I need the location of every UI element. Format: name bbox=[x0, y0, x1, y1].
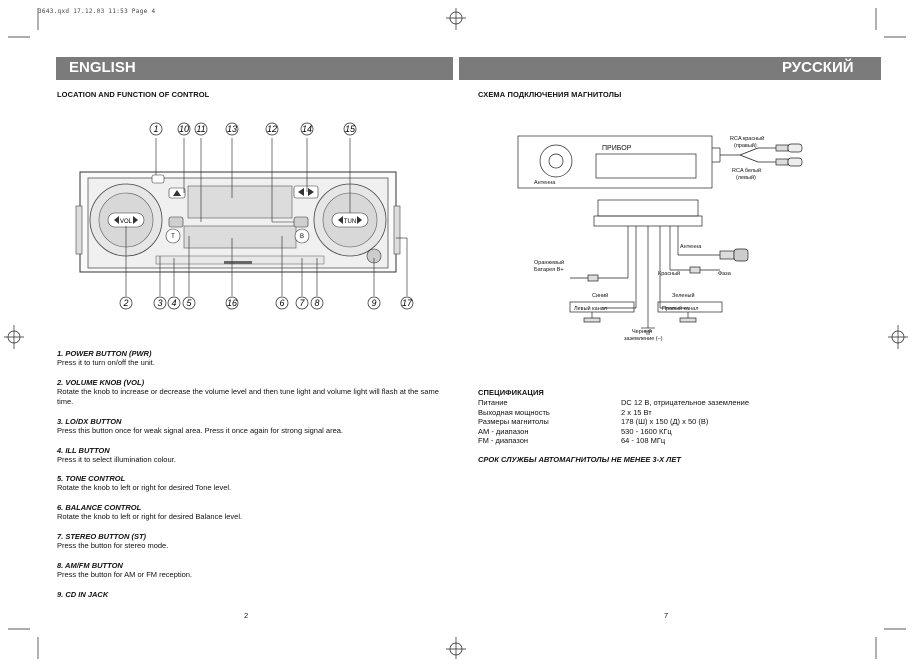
control-heading: 1. POWER BUTTON (PWR) bbox=[57, 349, 152, 358]
spec-label: Питание bbox=[478, 398, 508, 407]
table-row: Размеры магнитолы 178 (Ш) x 150 (Д) x 50… bbox=[478, 417, 749, 427]
callout-top-7: 15 bbox=[345, 124, 356, 134]
rca-red-label: RCA красный bbox=[730, 135, 764, 142]
callout-top-4: 13 bbox=[227, 124, 237, 134]
table-row: Выходная мощность 2 x 15 Вт bbox=[478, 408, 749, 418]
spec-label: Размеры магнитолы bbox=[478, 417, 549, 427]
callout-bottom-9: 9 bbox=[371, 298, 376, 308]
control-text: Rotate the knob to increase or decrease … bbox=[57, 387, 439, 406]
tun-label: TUN bbox=[344, 219, 356, 225]
control-heading: 2. VOLUME KNOB (VOL) bbox=[57, 378, 145, 387]
callout-bottom-8: 8 bbox=[314, 298, 319, 308]
callout-bottom-4: 5 bbox=[186, 298, 192, 308]
ground-label: заземление (–) bbox=[624, 336, 663, 342]
spec-label: Выходная мощность bbox=[478, 407, 550, 417]
section-title-controls: LOCATION AND FUNCTION OF CONTROL bbox=[57, 90, 210, 99]
table-row: FM - диапазон 64 - 108 МГц bbox=[478, 436, 749, 446]
red-wire-label: Красный bbox=[658, 270, 680, 277]
orange-wire-label: Оранжевый bbox=[534, 259, 564, 266]
printer-slug: 3643.qxd 17.12.03 11:53 Page 4 bbox=[38, 8, 156, 15]
callout-bottom-1: 2 bbox=[122, 298, 128, 308]
section-title-wiring: СХЕМА ПОДКЛЮЧЕНИЯ МАГНИТОЛЫ bbox=[478, 90, 622, 99]
spec-value: 530 - 1600 КГц bbox=[621, 426, 672, 436]
spec-table: Питание DC 12 В, отрицательное заземлени… bbox=[478, 398, 749, 446]
table-row: AM - диапазон 530 - 1600 КГц bbox=[478, 427, 749, 437]
header-band-left bbox=[56, 57, 453, 80]
rca-white-label: RCA белый bbox=[732, 167, 761, 174]
right-channel-label: Правый канал bbox=[662, 305, 698, 312]
vol-label: VOL bbox=[120, 219, 133, 225]
spec-value: 2 x 15 Вт bbox=[621, 407, 652, 417]
device-label: ПРИБОР bbox=[602, 145, 632, 152]
spec-label: FM - диапазон bbox=[478, 436, 529, 446]
black-wire-label: Черный bbox=[632, 328, 652, 335]
green-wire-label: Зеленый bbox=[672, 292, 695, 299]
service-life-note: СРОК СЛУЖБЫ АВТОМАГНИТОЛЫ НЕ МЕНЕЕ 3-Х Л… bbox=[478, 455, 681, 464]
page-number-right: 7 bbox=[664, 611, 669, 620]
control-heading: 6. BALANCE CONTROL bbox=[57, 503, 142, 512]
control-heading: 7. STEREO BUTTON (ST) bbox=[57, 532, 147, 541]
callout-top-2: 10 bbox=[179, 124, 189, 134]
control-heading: 3. LO/DX BUTTON bbox=[57, 417, 122, 426]
control-heading: 5. TONE CONTROL bbox=[57, 474, 126, 483]
page-number-left: 2 bbox=[244, 611, 249, 620]
control-panel-diagram: VOL TUN T B 1 bbox=[75, 122, 414, 310]
callout-top-6: 14 bbox=[302, 124, 312, 134]
callout-bottom-10: 17 bbox=[402, 298, 413, 308]
control-item: 6. BALANCE CONTROL Rotate the knob to le… bbox=[57, 503, 442, 532]
control-heading: 8. AM/FM BUTTON bbox=[57, 561, 123, 570]
spec-label: AM - диапазон bbox=[478, 426, 529, 436]
wiring-diagram: ПРИБОР Антенна RCA красный (правый) RCA … bbox=[517, 135, 803, 342]
control-text: Press the button for stereo mode. bbox=[57, 541, 169, 550]
left-channel-label: Левый канал bbox=[574, 305, 607, 312]
callout-top-1: 1 bbox=[153, 124, 158, 134]
control-item: 9. CD IN JACK bbox=[57, 590, 442, 599]
control-text: Press it to turn on/off the unit. bbox=[57, 358, 155, 367]
t-label: T bbox=[171, 234, 175, 240]
control-item: 5. TONE CONTROL Rotate the knob to left … bbox=[57, 474, 442, 503]
control-text: Rotate the knob to left or right for des… bbox=[57, 512, 243, 521]
control-text: Rotate the knob to left or right for des… bbox=[57, 483, 232, 492]
control-list: 1. POWER BUTTON (PWR) Press it to turn o… bbox=[57, 349, 442, 599]
language-title-english: ENGLISH bbox=[69, 59, 136, 76]
language-title-russian: РУССКИЙ bbox=[782, 59, 854, 76]
rca-white-side-label: (левый) bbox=[736, 174, 756, 181]
callout-bottom-6: 6 bbox=[279, 298, 284, 308]
control-item: 1. POWER BUTTON (PWR) Press it to turn o… bbox=[57, 349, 442, 378]
callout-bottom-3: 4 bbox=[171, 298, 176, 308]
control-item: 8. AM/FM BUTTON Press the button for AM … bbox=[57, 561, 442, 590]
callout-top-5: 12 bbox=[267, 124, 277, 134]
spec-value: 64 - 108 МГц bbox=[621, 436, 666, 446]
control-heading: 4. ILL BUTTON bbox=[57, 446, 110, 455]
battery-label: Батарея B+ bbox=[534, 267, 564, 273]
control-item: 7. STEREO BUTTON (ST) Press the button f… bbox=[57, 532, 442, 561]
spec-title: СПЕЦИФИКАЦИЯ bbox=[478, 388, 544, 397]
header-band-right bbox=[459, 57, 881, 80]
spec-value: DC 12 В, отрицательное заземление bbox=[621, 398, 749, 407]
blue-wire-label: Синий bbox=[592, 292, 608, 299]
callout-top-3: 11 bbox=[196, 124, 205, 134]
control-item: 4. ILL BUTTON Press it to select illumin… bbox=[57, 446, 442, 474]
callout-bottom-2: 3 bbox=[157, 298, 162, 308]
control-text: Press the button for AM or FM reception. bbox=[57, 570, 193, 579]
antenna-wire-label: Антенна bbox=[680, 244, 702, 250]
control-item: 3. LO/DX BUTTON Press this button once f… bbox=[57, 417, 442, 446]
rca-red-side-label: (правый) bbox=[734, 142, 757, 149]
control-item: 2. VOLUME KNOB (VOL) Rotate the knob to … bbox=[57, 378, 442, 417]
callout-bottom-5: 16 bbox=[227, 298, 237, 308]
control-text: Press it to select illumination colour. bbox=[57, 455, 176, 464]
spec-value: 178 (Ш) x 150 (Д) x 50 (В) bbox=[621, 417, 709, 427]
control-heading: 9. CD IN JACK bbox=[57, 590, 109, 599]
b-label: B bbox=[300, 234, 304, 240]
phase-label: Фаза bbox=[718, 271, 732, 277]
antenna-label: Антенна bbox=[534, 180, 556, 186]
callout-bottom-7: 7 bbox=[299, 298, 305, 308]
control-text: Press this button once for weak signal a… bbox=[57, 426, 343, 435]
table-row: Питание DC 12 В, отрицательное заземлени… bbox=[478, 398, 749, 408]
